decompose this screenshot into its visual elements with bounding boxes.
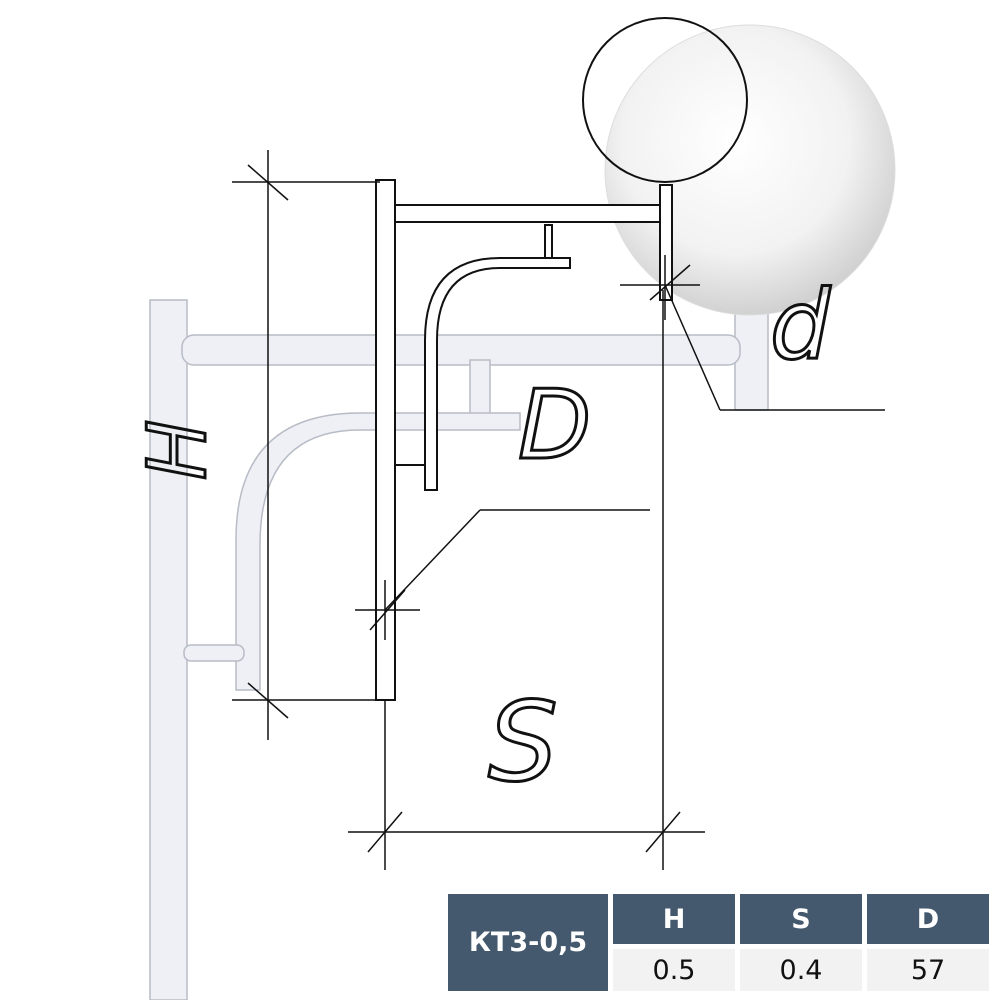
sphere-lamp	[604, 24, 896, 316]
header-d: D	[867, 894, 989, 944]
label-h: H	[131, 420, 224, 480]
top-arm	[394, 204, 661, 223]
spec-table: КТ3-0,5 H S D 0.5 0.4 57	[443, 889, 994, 996]
right-post	[734, 309, 769, 411]
lamp-outline	[582, 17, 748, 183]
lamp-holder	[659, 184, 673, 301]
label-d-upper: D	[518, 371, 591, 481]
label-s: S	[488, 678, 558, 806]
value-s: 0.4	[740, 949, 862, 991]
main-pole	[149, 299, 188, 1000]
brace-stub	[544, 224, 553, 259]
pole-assembly	[149, 299, 769, 1000]
header-s: S	[740, 894, 862, 944]
lower-pipe	[183, 644, 245, 662]
curved-arm	[235, 412, 521, 691]
header-h: H	[613, 894, 735, 944]
curved-brace	[424, 257, 571, 491]
value-d: 57	[867, 949, 989, 991]
model-cell: КТ3-0,5	[448, 894, 608, 991]
bracket-side-view	[375, 179, 673, 701]
value-h: 0.5	[613, 949, 735, 991]
label-d-lower: d	[770, 271, 831, 381]
dimension-lines	[232, 150, 885, 870]
horizontal-pipe	[181, 334, 741, 366]
